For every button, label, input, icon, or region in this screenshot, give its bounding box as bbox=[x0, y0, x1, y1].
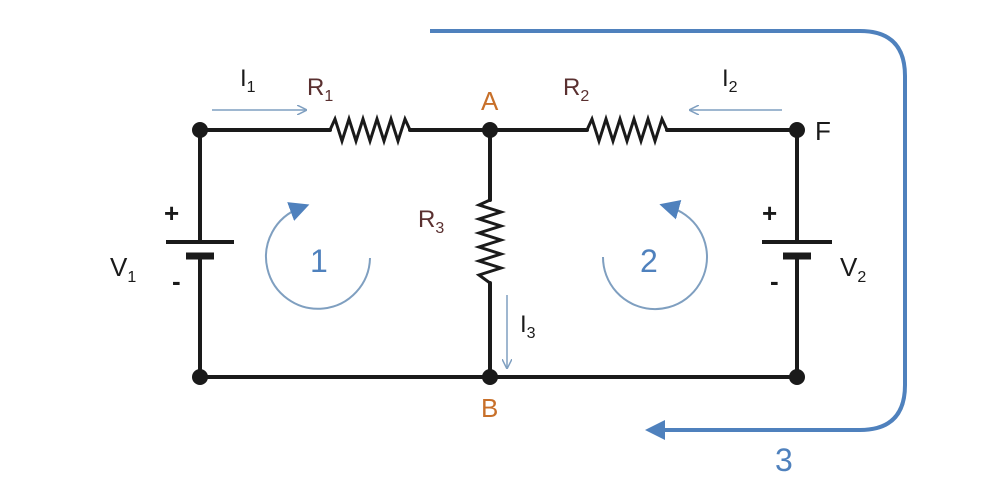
label-i2: I2 bbox=[722, 65, 738, 96]
node-a bbox=[482, 122, 498, 138]
label-loop-2: 2 bbox=[640, 243, 658, 279]
label-node-f: F bbox=[815, 116, 831, 146]
battery-v2 bbox=[762, 240, 832, 260]
label-v1: V1 bbox=[110, 252, 136, 286]
node-bottom-right bbox=[789, 369, 805, 385]
label-loop-1: 1 bbox=[310, 243, 328, 279]
label-loop-3: 3 bbox=[775, 442, 793, 478]
junction-dots bbox=[192, 122, 805, 385]
node-b bbox=[482, 369, 498, 385]
loop-2-arrow bbox=[602, 200, 708, 311]
label-node-b: B bbox=[481, 393, 498, 423]
label-i3: I3 bbox=[520, 311, 536, 342]
label-r2: R2 bbox=[563, 74, 589, 105]
v2-minus-sign: - bbox=[770, 266, 779, 296]
v1-minus-sign: - bbox=[172, 266, 181, 296]
label-node-a: A bbox=[481, 86, 499, 116]
v2-plus-sign: + bbox=[762, 198, 777, 228]
resistor-r1 bbox=[328, 114, 412, 146]
node-f bbox=[789, 122, 805, 138]
label-r3: R3 bbox=[418, 206, 444, 237]
battery-v1 bbox=[166, 240, 234, 260]
v1-plus-sign: + bbox=[164, 198, 179, 228]
loop-1-arrow bbox=[265, 202, 371, 310]
wires bbox=[198, 128, 799, 379]
label-v2: V2 bbox=[840, 252, 866, 286]
resistor-r3 bbox=[474, 198, 506, 285]
label-i1: I1 bbox=[240, 65, 256, 96]
node-top-left bbox=[192, 122, 208, 138]
node-bottom-left bbox=[192, 369, 208, 385]
loop-3-arrow bbox=[430, 29, 907, 440]
label-r1: R1 bbox=[307, 74, 333, 105]
resistor-r2 bbox=[585, 114, 669, 146]
